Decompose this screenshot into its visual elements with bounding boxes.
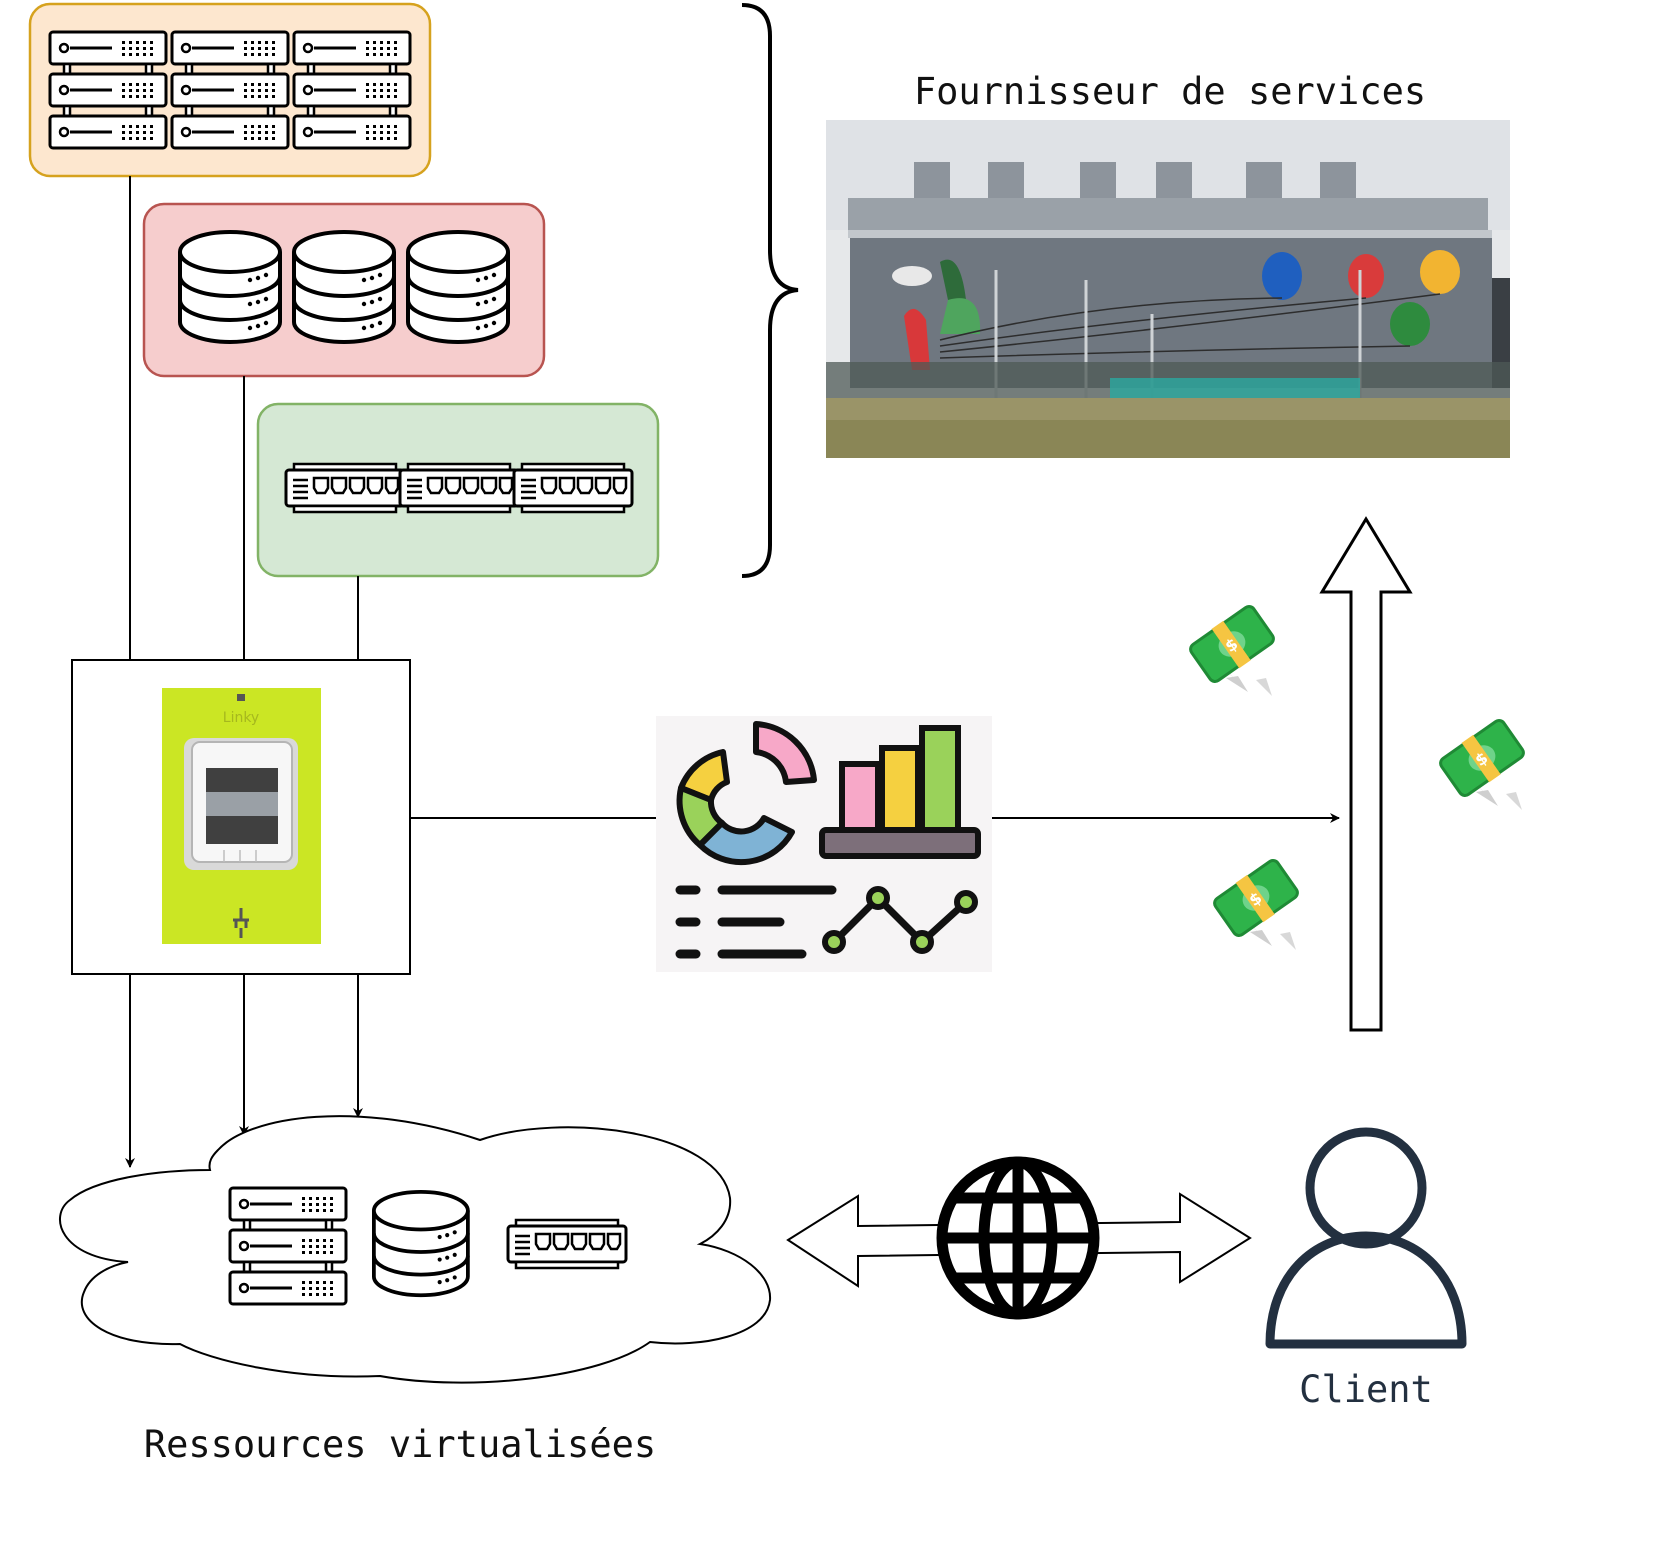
database-icon — [372, 1190, 470, 1298]
provider-label: Fournisseur de services — [914, 70, 1426, 113]
curly-brace — [741, 3, 799, 578]
payment-up-arrow — [1319, 516, 1413, 1032]
linky-meter-icon: Linky — [162, 688, 321, 944]
database-icon — [292, 230, 396, 344]
network-switch-icon — [284, 462, 406, 514]
cloud-shape — [59, 1115, 772, 1384]
storage-group — [142, 202, 546, 378]
network-group — [256, 402, 660, 578]
user-icon — [1265, 1127, 1467, 1349]
database-icon — [406, 230, 510, 344]
network-switch-icon — [512, 462, 634, 514]
server-rack-icon — [230, 1188, 346, 1304]
meter-to-cloud-arrows — [125, 974, 363, 1168]
server-rack-icon — [50, 32, 166, 148]
meter-box: Linky — [71, 659, 411, 975]
money-icon — [1435, 715, 1529, 812]
server-rack-icon — [172, 32, 288, 148]
client-label: Client — [1299, 1368, 1433, 1411]
resource-connectors — [129, 176, 359, 660]
network-switch-icon — [398, 462, 520, 514]
network-switch-icon — [506, 1218, 628, 1270]
server-rack-icon — [294, 32, 410, 148]
globe-icon — [936, 1156, 1100, 1320]
money-icon — [1185, 601, 1279, 698]
servers-group — [28, 2, 432, 178]
analytics-dashboard-icon — [656, 716, 992, 972]
meter-brand: Linky — [223, 710, 259, 726]
money-icon — [1209, 855, 1303, 952]
datacenter-photo — [826, 120, 1510, 458]
database-icon — [178, 230, 282, 344]
virtual-resources-label: Ressources virtualisées — [144, 1423, 656, 1466]
